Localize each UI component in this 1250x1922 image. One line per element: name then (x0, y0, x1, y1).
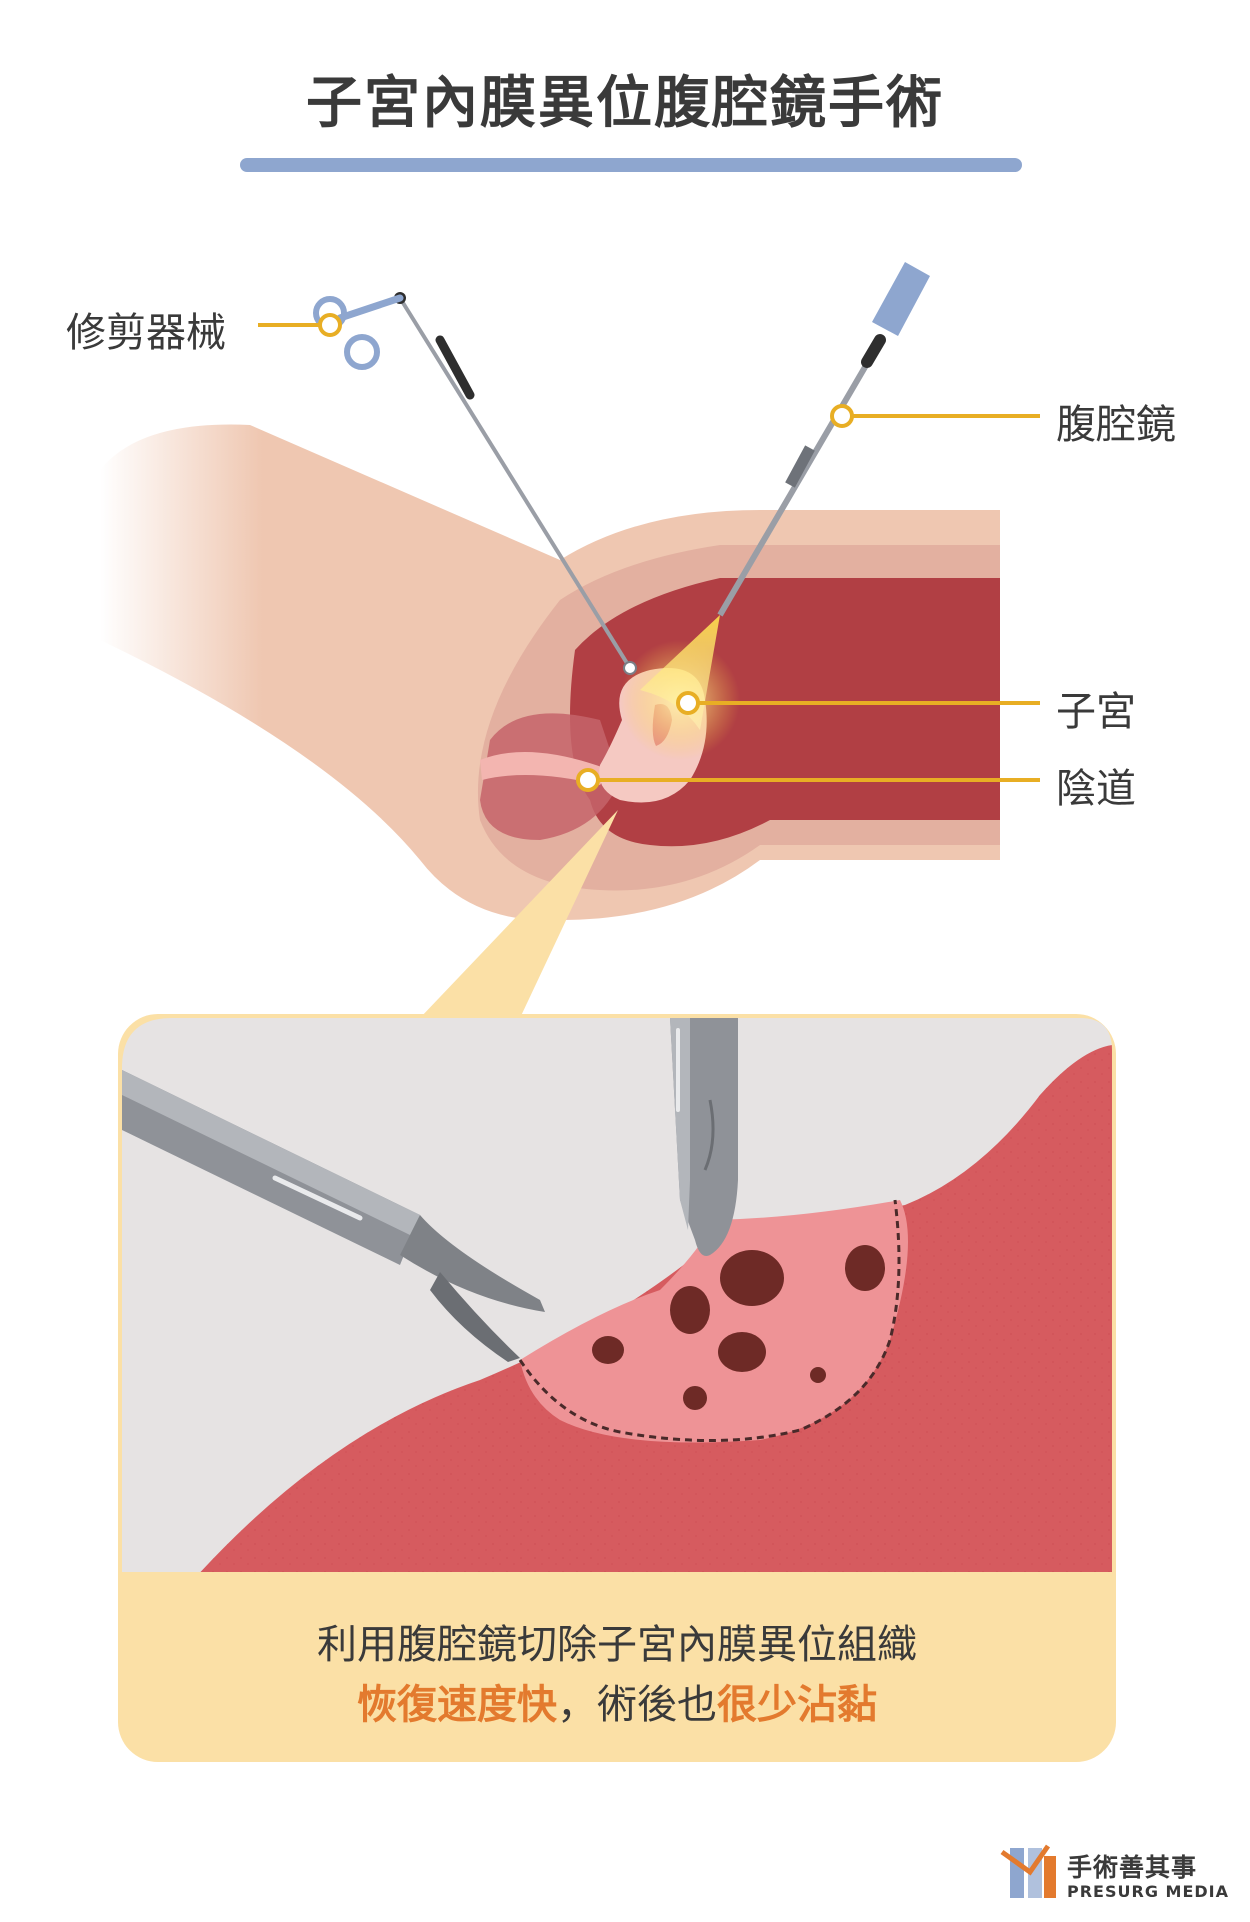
label-laparoscope: 腹腔鏡 (1056, 402, 1176, 448)
page-title: 子宮內膜異位腹腔鏡手術 (306, 71, 944, 136)
body-cross-section (100, 424, 1000, 921)
caption-line2: 恢復速度快，術後也很少沾黏 (117, 1672, 1117, 1730)
caption-highlight-recovery: 恢復速度快 (357, 1682, 557, 1728)
caption-line1: 利用腹腔鏡切除子宮內膜異位組織 (317, 1622, 917, 1668)
label-vagina: 陰道 (1056, 766, 1136, 812)
brand-logo-icon (1000, 1844, 1056, 1898)
caption-highlight-adhesion: 很少沾黏 (717, 1682, 877, 1728)
label-uterus: 子宮 (1056, 689, 1136, 735)
brand-name-cn: 手術善其事 (1067, 1853, 1198, 1882)
zoom-panel (118, 1014, 1116, 1762)
brand-name-en: PRESURG MEDIA (1067, 1882, 1229, 1901)
label-scissors: 修剪器械 (66, 310, 226, 356)
leader-lines (258, 313, 1040, 792)
laparoscope-instrument (717, 262, 930, 617)
zoom-connector (420, 810, 618, 1018)
scissors-instrument (313, 292, 637, 675)
cutting-instrument (670, 1018, 738, 1256)
caption-middle: ，術後也 (557, 1682, 717, 1728)
title-underline (240, 158, 1022, 172)
grasper-instrument (122, 1070, 545, 1362)
